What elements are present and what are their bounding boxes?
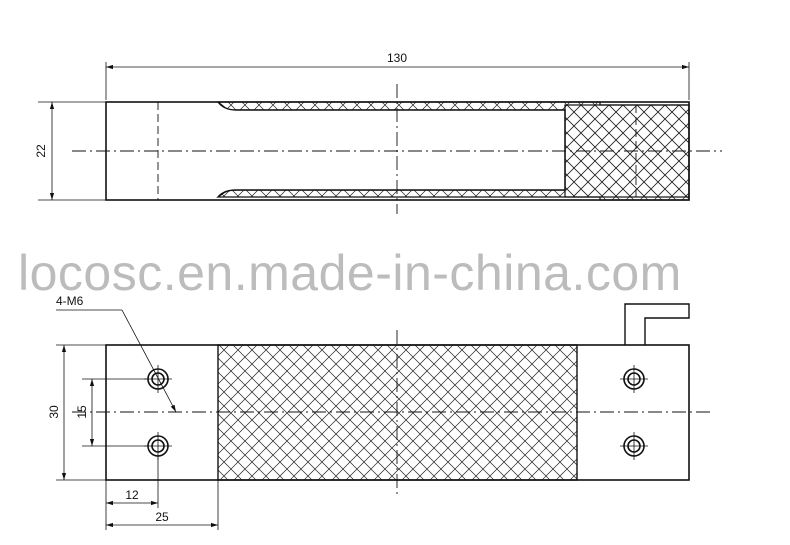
watermark-text: locosc.en.made-in-china.com bbox=[18, 245, 682, 301]
thread-label: 4-M6 bbox=[56, 294, 84, 308]
gauge-offset-label: 25 bbox=[155, 510, 169, 524]
length-dimension-label: 130 bbox=[387, 51, 407, 65]
front-hatch-region bbox=[217, 344, 578, 481]
thread-leader-arrow bbox=[121, 309, 177, 413]
top-slot bbox=[217, 101, 566, 198]
hole-offset-label: 12 bbox=[125, 488, 139, 502]
front-height-label: 30 bbox=[47, 405, 61, 419]
height-dimension-label: 22 bbox=[34, 144, 48, 158]
front-view: 4-M6 30 15 12 25 bbox=[47, 294, 714, 530]
cable bbox=[624, 303, 690, 345]
top-view: 130 22 bbox=[34, 51, 722, 214]
